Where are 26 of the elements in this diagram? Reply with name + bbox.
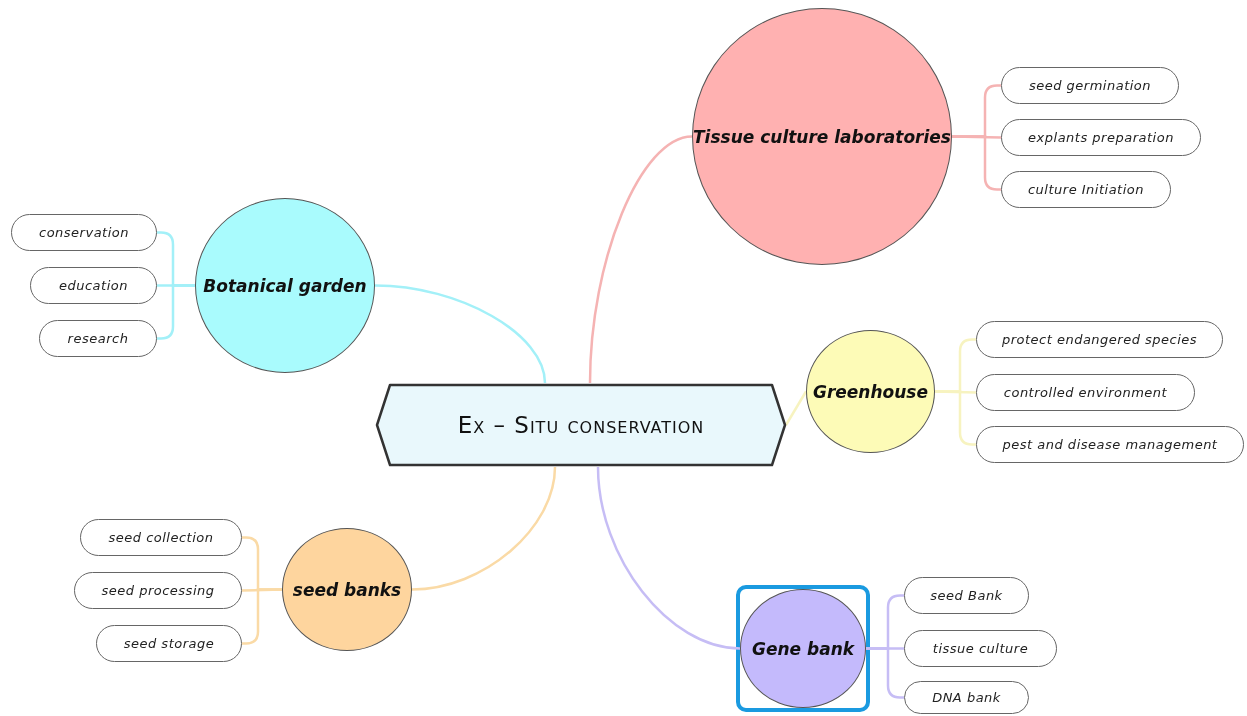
topic-circle: Gene bank [740,589,866,708]
connector-line [411,466,557,591]
topic-circle: Botanical garden [195,198,375,373]
subtopic-pill: conservation [11,214,157,251]
hexagon-node: Ex – Situ conservation [376,383,786,467]
topic-circle: Tissue culture laboratories [692,8,952,265]
subtopic-pill: tissue culture [904,630,1057,667]
connector-line [596,466,741,650]
subtopic-pill: explants preparation [1001,119,1201,156]
subtopic-pill: seed storage [96,625,242,662]
subtopic-pill: DNA bank [904,681,1029,714]
subtopic-pill: seed processing [74,572,242,609]
connector-line [374,284,547,384]
subtopic-pill: research [39,320,157,357]
topic-circle: Greenhouse [806,330,935,453]
subtopic-pill: protect endangered species [976,321,1223,358]
subtopic-pill: seed collection [80,519,242,556]
connector-line [784,390,808,426]
subtopic-pill: culture Initiation [1001,171,1171,208]
subtopic-pill: controlled environment [976,374,1195,411]
subtopic-pill: seed Bank [904,577,1029,614]
subtopic-pill: pest and disease management [976,426,1244,463]
connector-line [588,135,693,384]
subtopic-pill: seed germination [1001,67,1179,104]
subtopic-pill: education [30,267,157,304]
topic-circle: seed banks [282,528,412,651]
